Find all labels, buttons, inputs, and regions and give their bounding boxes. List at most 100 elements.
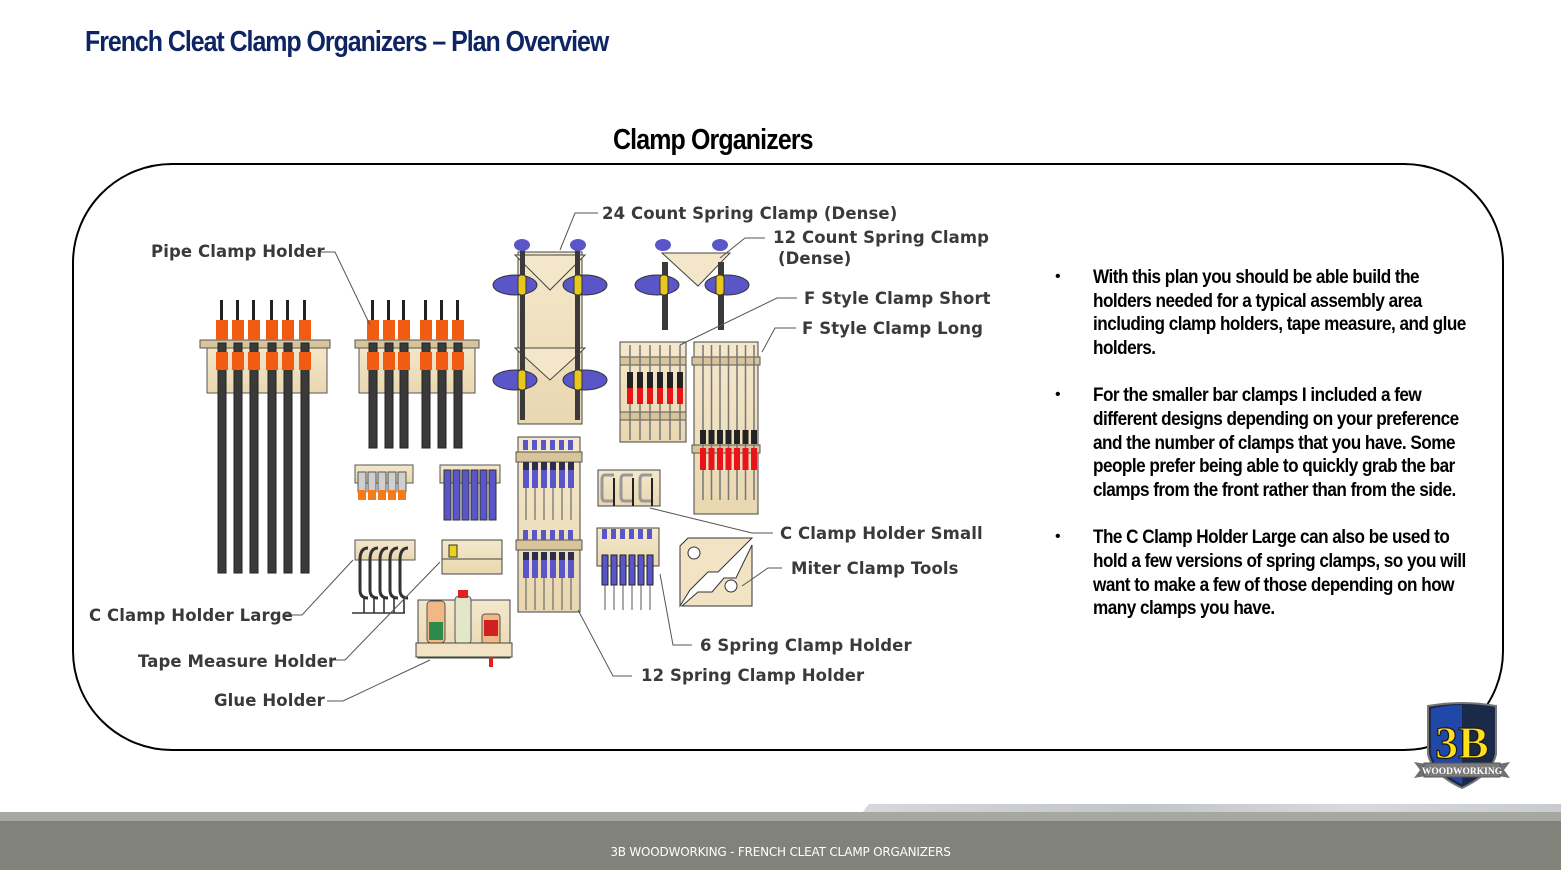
spring-clamp-holder-6 [596, 527, 660, 610]
pipe-clamp-screw [286, 300, 289, 322]
bar [575, 250, 580, 420]
spring-clamp-handle [601, 554, 609, 586]
pipe-bar [300, 342, 310, 574]
quick-clamp-top [655, 239, 671, 251]
pipe-clamp-screw [236, 300, 239, 322]
spring-clamp-tip [559, 530, 564, 540]
quick-clamp-handle [492, 369, 538, 391]
pipe-clamp-screw [440, 300, 443, 322]
pipe-clamp-jaw [420, 352, 432, 370]
bar-clamp [461, 469, 470, 521]
pipe-clamp-head [282, 320, 294, 340]
spring-clamp-tip [559, 440, 564, 450]
pipe-clamp-jaw [232, 352, 244, 370]
f-clamp-handle [667, 388, 673, 404]
pipe-clamp-screw [303, 300, 306, 322]
c-clamp [398, 546, 409, 600]
spring-clamp-handle [550, 560, 556, 578]
spring-clamp-handle [368, 490, 376, 500]
f-clamp-head [725, 430, 732, 444]
quick-clamp-top [514, 239, 530, 251]
spring-clamp-body [377, 471, 387, 493]
pipe-bar [421, 342, 431, 449]
c-clamp-holder-small [597, 469, 661, 507]
quick-clamp-trigger [517, 274, 527, 296]
spring-clamp-tip [638, 529, 643, 539]
quick-clamp-top [712, 239, 728, 251]
pipe-clamp-head [436, 320, 448, 340]
spring-clamp-body [357, 471, 367, 493]
spring-clamp-handle [532, 560, 538, 578]
shield-logo-icon: 3B WOODWORKING [1414, 702, 1510, 790]
bullet-glyph: • [1055, 268, 1061, 285]
bar-clamp [488, 469, 497, 521]
f-clamp-head [751, 430, 757, 444]
quick-clamp-handle [562, 369, 608, 391]
spring-clamp-handle [398, 490, 406, 500]
pipe-bar [249, 342, 259, 574]
pipe-clamp-jaw [383, 352, 395, 370]
c-clamp [638, 473, 652, 503]
logo-banner: WOODWORKING [1422, 767, 1503, 777]
f-clamp-handle [742, 448, 749, 470]
spring-clamp-tip [629, 529, 634, 539]
label-12-count-spring-clamp: 12 Count Spring Clamp [773, 228, 990, 247]
pipe-clamp-jaw [248, 352, 260, 370]
notes-list: • With this plan you should be able buil… [1055, 266, 1466, 645]
pipe-bar [399, 342, 409, 449]
footer-accent [862, 804, 1561, 813]
spring-clamp-handle [637, 554, 645, 586]
pipe-clamp-head [232, 320, 244, 340]
label-pipe-clamp-holder: Pipe Clamp Holder [151, 242, 325, 261]
pipe-clamp-jaw [398, 352, 410, 370]
note-text: With this plan you should be able build … [1093, 266, 1466, 359]
pipe-clamp-head [383, 320, 395, 340]
spring-clamp-handle [378, 490, 386, 500]
spring-clamp-handle [550, 470, 556, 488]
f-clamp-handle [725, 448, 732, 470]
spring-clamp-handle [646, 554, 654, 586]
pipe-clamp-screw [220, 300, 223, 322]
pipe-clamp-jaw [436, 352, 448, 370]
pipe-clamp-head [398, 320, 410, 340]
pipe-clamp-head [248, 320, 260, 340]
f-clamp-head [627, 372, 633, 388]
spring-clamp-tip [532, 440, 537, 450]
note-item: • The C Clamp Holder Large can also be u… [1055, 526, 1466, 620]
pipe-clamp-screw [424, 300, 427, 322]
spring-clamp-24-dense [492, 239, 608, 425]
spring-clamp-handle [610, 554, 618, 586]
pipe-clamp-screw [270, 300, 273, 322]
bullet-glyph: • [1055, 528, 1061, 546]
glue-holder [415, 590, 513, 667]
spring-clamp-tip [532, 530, 537, 540]
label-6-spring-clamp-holder: 6 Spring Clamp Holder [700, 636, 912, 655]
spring-clamp-handle [541, 560, 547, 578]
label-c-clamp-holder-small: C Clamp Holder Small [780, 524, 983, 543]
quick-clamp-trigger [573, 369, 583, 391]
spring-clamp-tip [550, 440, 555, 450]
quick-clamp-trigger [715, 274, 725, 296]
spring-clamp-handle [388, 490, 396, 500]
pipe-clamp-head [299, 320, 311, 340]
pipe-bar [453, 342, 463, 449]
spring-clamp-tip [541, 530, 546, 540]
slide-title: French Cleat Clamp Organizers – Plan Ove… [85, 26, 609, 58]
pipe-bar [368, 342, 378, 449]
c-clamp [619, 473, 633, 503]
spring-clamp-handle [619, 554, 627, 586]
quick-clamp-trigger [517, 369, 527, 391]
label-miter-clamp-tools: Miter Clamp Tools [791, 559, 959, 578]
pipe-bar [384, 342, 394, 449]
spring-clamp-tip [550, 530, 555, 540]
spring-clamp-tip [611, 529, 616, 539]
label-c-clamp-holder-large: C Clamp Holder Large [89, 606, 293, 625]
pipe-clamp-jaw [216, 352, 228, 370]
spring-clamp-tip [647, 529, 652, 539]
note-text: For the smaller bar clamps I included a … [1093, 384, 1459, 501]
spring-clamp-tip [523, 440, 528, 450]
pipe-clamp-screw [387, 300, 390, 322]
footer: 3B WOODWORKING - FRENCH CLEAT CLAMP ORGA… [0, 821, 1561, 870]
f-clamp-head [657, 372, 663, 388]
f-clamp-head [708, 430, 715, 444]
